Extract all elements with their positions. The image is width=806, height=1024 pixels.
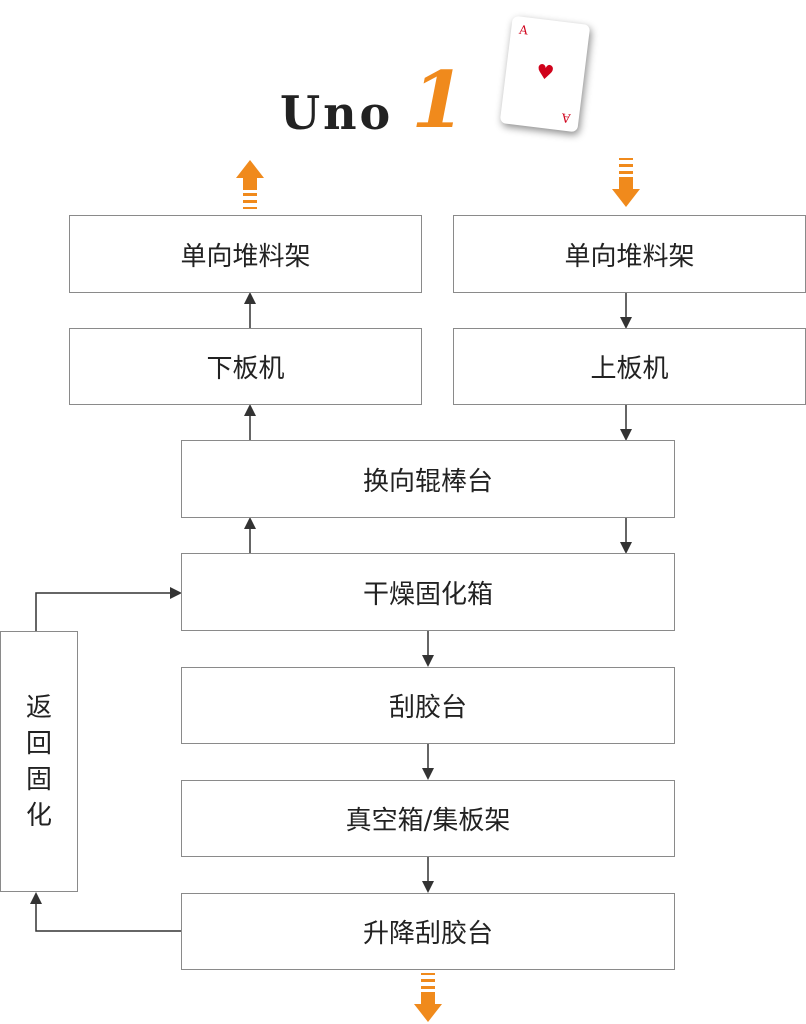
return-curing-box: 返 回 固 化 xyxy=(0,631,78,892)
title-word: Uno xyxy=(280,86,394,140)
title-number: 1 xyxy=(411,55,466,146)
unload-stacking-rack: 单向堆料架 xyxy=(69,215,422,293)
output-up-arrow-icon xyxy=(236,160,264,209)
drying-curing-oven: 干燥固化箱 xyxy=(181,553,675,631)
return-curing-char: 回 xyxy=(25,728,52,759)
return-curing-char: 固 xyxy=(25,764,52,795)
vacuum-box-collector-rack: 真空箱/集板架 xyxy=(181,780,675,857)
orange-arrows xyxy=(236,158,640,1022)
diagram-title: Uno 1 xyxy=(280,62,466,141)
glue-scraper-table: 刮胶台 xyxy=(181,667,675,744)
return-curing-char: 化 xyxy=(25,800,52,831)
output-down-arrow-icon xyxy=(414,973,442,1022)
input-down-arrow-icon xyxy=(612,158,640,207)
load-stacking-rack: 单向堆料架 xyxy=(453,215,806,293)
unloader-machine: 下板机 xyxy=(69,328,422,405)
return-curing-char: 返 xyxy=(25,692,52,723)
arrowheads xyxy=(30,292,632,904)
flow-arrows xyxy=(35,293,627,932)
roller-turner-table: 换向辊棒台 xyxy=(181,440,675,518)
loader-machine: 上板机 xyxy=(453,328,806,405)
lift-glue-scraper-table: 升降刮胶台 xyxy=(181,893,675,970)
